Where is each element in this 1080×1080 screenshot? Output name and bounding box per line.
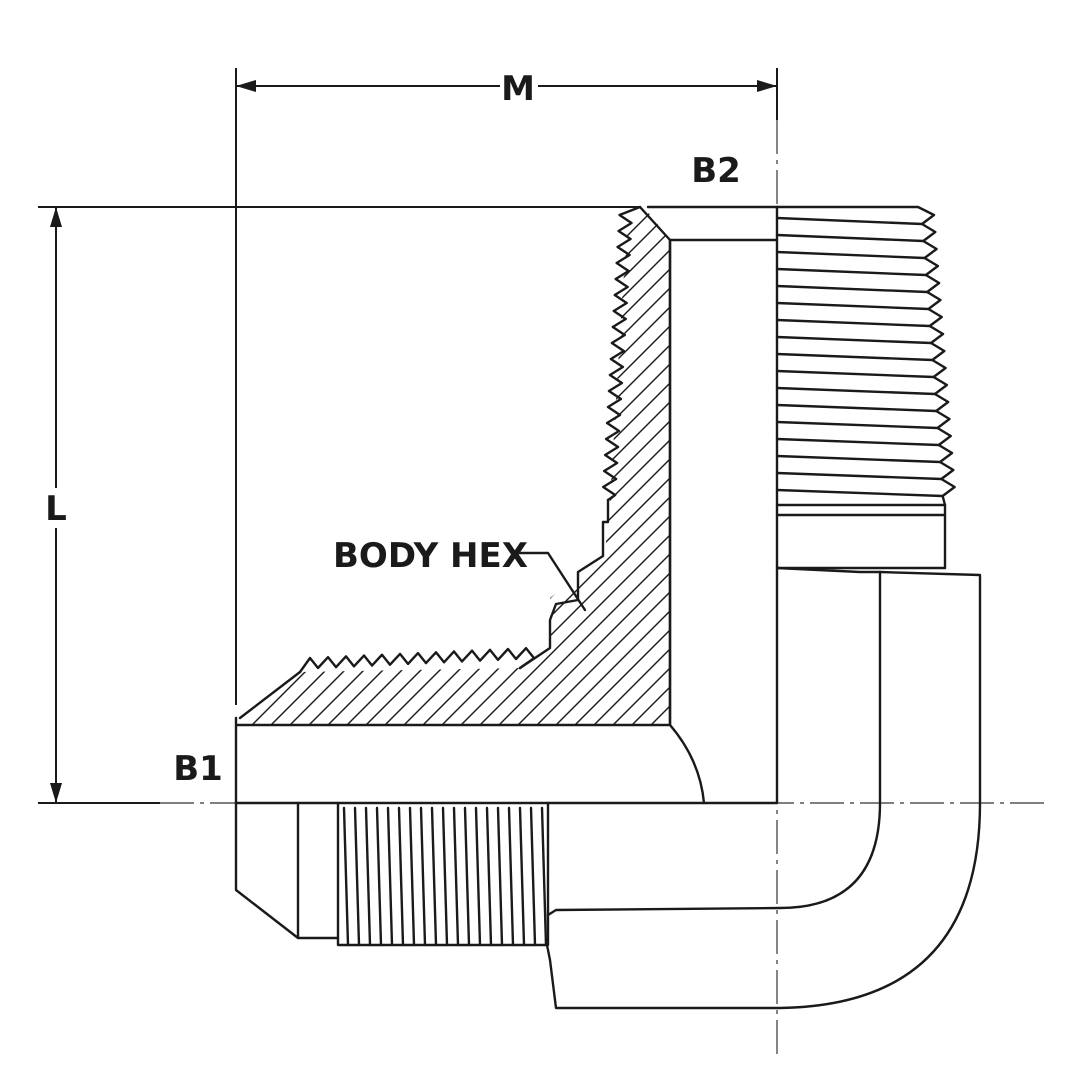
hatch-line [513,212,670,725]
jic-thread-line [485,806,493,947]
hatch-line [240,212,303,725]
internal-thread-vertical [602,205,642,502]
hatch-line [266,212,670,725]
thread-crest-line [775,386,937,396]
hatch-line [240,212,664,725]
thread-crest-line [775,318,931,328]
internal-thread-horizontal [298,646,536,674]
jic-thread-line [441,806,449,947]
thread-crest-line [775,420,939,430]
body-hex-step [518,498,610,670]
jic-thread-line [419,806,427,947]
thread-relief [775,503,947,570]
hatch-line [685,200,1080,900]
jic-thread-line [353,806,361,947]
external-thread-b2-profile [775,205,956,507]
section-outline [238,205,672,727]
hatch-line [456,212,670,725]
sectioned-body [0,200,1080,900]
thread-crest-line [775,403,938,413]
jic-thread-line [518,806,526,947]
hatch-line [240,212,670,725]
jic-thread-line [364,806,372,947]
dimension-label-m: M [501,69,535,109]
callout-leader [516,551,587,612]
hatch-line [665,212,670,725]
port-label-b1: B1 [173,749,223,789]
hatch-line [742,200,1080,900]
jic-thread-line [529,806,537,947]
thread-crest-line [775,352,934,362]
hatch-line [704,200,1080,900]
thread-crest-line [775,369,935,379]
jic-thread-line [375,806,383,947]
jic-thread-line [430,806,438,947]
elbow-hex-outline [544,566,982,1010]
hatch-line [646,212,670,725]
hatch-line [240,212,322,725]
lower-tube-outline [234,716,706,805]
hatch-line [0,200,169,900]
thread-crest-line [775,301,930,311]
thread-crest-line [775,267,928,277]
lower-tube [234,716,779,805]
upper-tube-outline [646,205,779,727]
elbow-hex-flat-edge [546,570,882,917]
hatch-line [285,212,670,725]
thread-crest-line [775,233,925,243]
center-lines [160,120,1045,1060]
section-hatching [0,200,1080,900]
thread-crest-line [775,437,940,447]
arrowhead-m-right [757,80,777,92]
jic-thread-line [507,806,515,947]
hatch-line [0,200,150,900]
hatch-line [0,200,188,900]
arrowhead-l-bottom [50,783,62,803]
thread-crest-line [775,216,924,226]
hatch-line [240,212,645,725]
hatch-line [494,212,670,725]
jic-thread-line [452,806,460,947]
hatch-line [240,212,265,725]
hatch-line [437,212,670,725]
callout-label-body-hex: BODY HEX [333,536,528,576]
thread-crest-line [775,454,942,464]
hatch-line [240,212,341,725]
thread-crest-line [775,335,933,345]
arrowhead-m-left [236,80,256,92]
hatch-line [240,212,284,725]
jic-thread-line [386,806,394,947]
dimension-l: L [38,206,640,804]
thread-crest-line [775,471,943,481]
jic-thread-line [408,806,416,947]
thread-crest-line [775,250,926,260]
jic-thread-line [397,806,405,947]
dimension-label-l: L [45,489,67,529]
hatch-line [240,212,626,725]
port-label-b2: B2 [691,151,741,191]
thread-crest-line [775,284,929,294]
hatch-line [0,200,207,900]
body-hex-callout: BODY HEX [333,536,587,612]
jic-thread-line [540,806,548,947]
jic-thread-line [463,806,471,947]
upper-tube [646,205,779,805]
external-thread-b2 [775,205,956,570]
flare-nose-outline [234,801,340,940]
hatch-line [240,212,246,725]
thread-crest-line [775,488,944,498]
arrowhead-l-top [50,207,62,227]
jic-thread-line [342,806,350,947]
dimension-m: M [235,68,778,705]
jic-thread-line [474,806,482,947]
flare-nose [234,801,340,940]
hatch-line [0,200,226,900]
hatch-line [304,212,670,725]
jic-thread-line [496,806,504,947]
elbow-hex [544,566,982,1010]
jic-thread-b1 [336,801,550,947]
